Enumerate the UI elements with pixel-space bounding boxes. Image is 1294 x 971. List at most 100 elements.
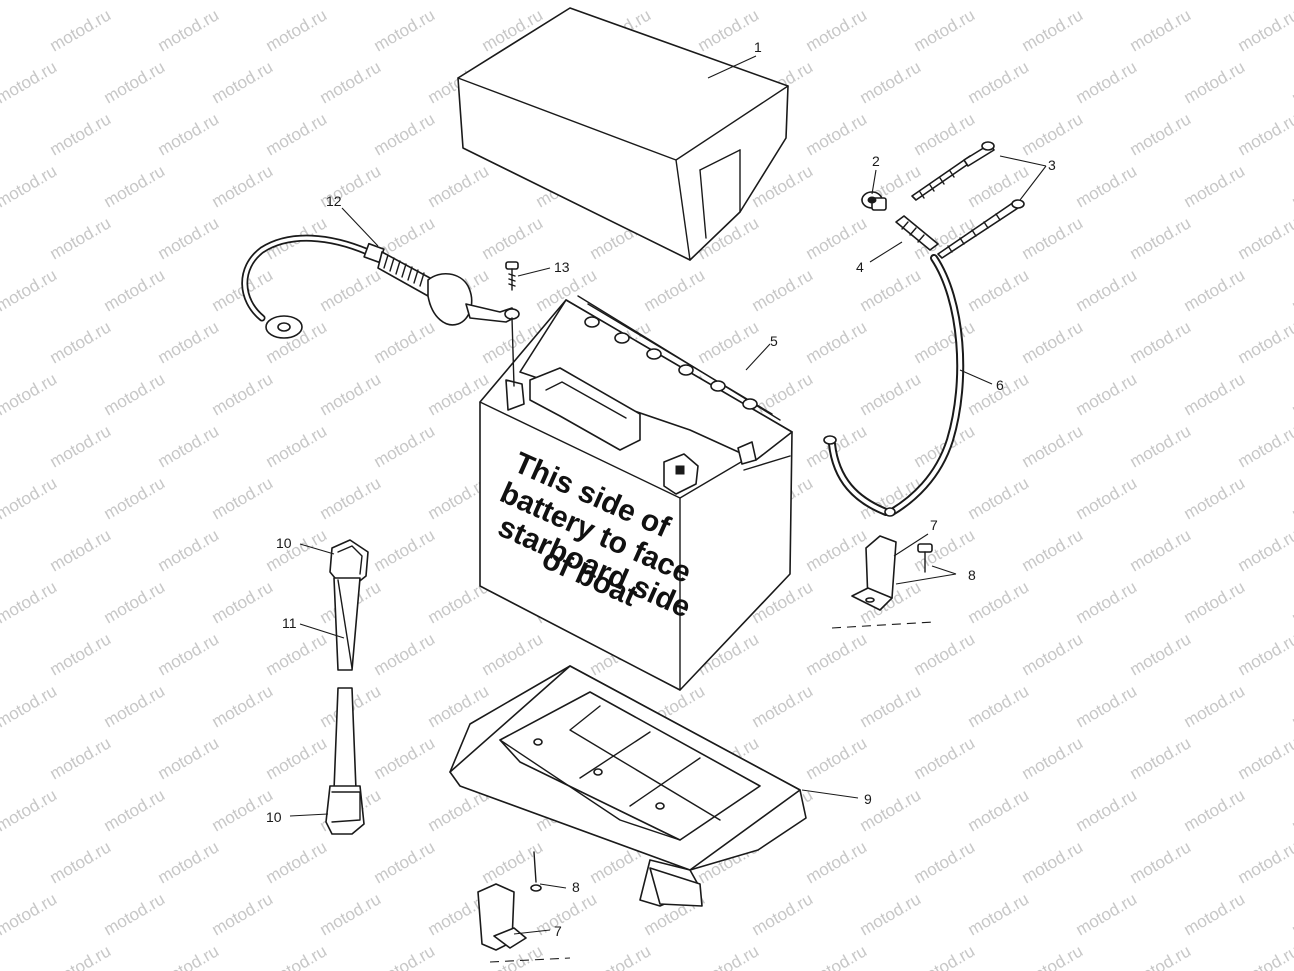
watermark-text: motod.ru <box>263 5 331 55</box>
watermark-text: motod.ru <box>263 525 331 575</box>
watermark-text: motod.ru <box>965 57 1033 107</box>
watermark-text: motod.ru <box>533 889 601 939</box>
watermark-text: motod.ru <box>965 681 1033 731</box>
watermark-text: motod.ru <box>155 421 223 471</box>
watermark-text: motod.ru <box>1073 0 1141 3</box>
watermark-text: motod.ru <box>1073 889 1141 939</box>
battery-tray-part <box>449 665 807 907</box>
vent-fitting-part <box>861 191 887 211</box>
watermark-text: motod.ru <box>101 785 169 835</box>
watermark-text: motod.ru <box>965 785 1033 835</box>
watermark-text: motod.ru <box>317 0 385 3</box>
watermark-text: motod.ru <box>1235 837 1294 887</box>
battery-cable-part <box>241 234 520 339</box>
watermark-text: motod.ru <box>749 889 817 939</box>
callout-4: 4 <box>856 259 864 275</box>
watermark-text: motod.ru <box>857 0 925 3</box>
watermark-text: motod.ru <box>803 5 871 55</box>
watermark-text: motod.ru <box>0 369 60 419</box>
watermark-text: motod.ru <box>1127 525 1195 575</box>
callout-10-upper: 10 <box>276 535 292 551</box>
watermark-text: motod.ru <box>1289 681 1294 731</box>
watermark-text: motod.ru <box>533 0 601 3</box>
watermark-text: motod.ru <box>1289 161 1294 211</box>
watermark-text: motod.ru <box>209 369 277 419</box>
watermark-text: motod.ru <box>911 5 979 55</box>
watermark-text: motod.ru <box>857 369 925 419</box>
watermark-text: motod.ru <box>1289 57 1294 107</box>
watermark-text: motod.ru <box>1289 369 1294 419</box>
watermark-text: motod.ru <box>47 525 115 575</box>
watermark-text: motod.ru <box>1019 317 1087 367</box>
watermark-text: motod.ru <box>155 213 223 263</box>
watermark-text: motod.ru <box>155 5 223 55</box>
watermark-text: motod.ru <box>101 161 169 211</box>
watermark-text: motod.ru <box>1235 317 1294 367</box>
watermark-text: motod.ru <box>101 0 169 3</box>
callout-7-lower: 7 <box>554 923 562 939</box>
watermark-text: motod.ru <box>1073 57 1141 107</box>
watermark-text: motod.ru <box>1181 577 1249 627</box>
watermark-text: motod.ru <box>1019 213 1087 263</box>
watermark-text: motod.ru <box>155 317 223 367</box>
watermark-text: motod.ru <box>371 941 439 971</box>
watermark-text: motod.ru <box>749 0 817 3</box>
callout-9: 9 <box>864 791 872 807</box>
callout-8-lower: 8 <box>572 879 580 895</box>
watermark-text: motod.ru <box>0 681 60 731</box>
screw-parts <box>911 141 1025 259</box>
watermark-text: motod.ru <box>1073 785 1141 835</box>
watermark-text: motod.ru <box>857 265 925 315</box>
callout-leaders <box>289 55 1047 935</box>
callout-7-upper: 7 <box>930 517 938 533</box>
watermark-text: motod.ru <box>1073 265 1141 315</box>
watermark-text: motod.ru <box>1019 629 1087 679</box>
watermark-text: motod.ru <box>641 265 709 315</box>
watermark-text: motod.ru <box>209 473 277 523</box>
watermark-text: motod.ru <box>965 265 1033 315</box>
watermark-text: motod.ru <box>1181 57 1249 107</box>
watermark-text: motod.ru <box>371 629 439 679</box>
watermark-text: motod.ru <box>263 109 331 159</box>
watermark-text: motod.ru <box>803 941 871 971</box>
watermark-text: motod.ru <box>803 733 871 783</box>
watermark-text: motod.ru <box>317 889 385 939</box>
watermark-text: motod.ru <box>47 941 115 971</box>
watermark-text: motod.ru <box>1289 473 1294 523</box>
watermark-text: motod.ru <box>47 213 115 263</box>
watermark-text: motod.ru <box>47 109 115 159</box>
watermark-text: motod.ru <box>911 629 979 679</box>
watermark-text: motod.ru <box>803 629 871 679</box>
watermark-text: motod.ru <box>47 629 115 679</box>
watermark-text: motod.ru <box>0 473 60 523</box>
watermark-text: motod.ru <box>749 265 817 315</box>
watermark-text: motod.ru <box>1235 525 1294 575</box>
watermark-text: motod.ru <box>371 317 439 367</box>
watermark-text: motod.ru <box>209 161 277 211</box>
battery-cover-part <box>457 7 789 261</box>
watermark-text: motod.ru <box>803 109 871 159</box>
tube-connector-part <box>895 215 939 251</box>
watermark-text: motod.ru <box>749 681 817 731</box>
watermark-text: motod.ru <box>155 629 223 679</box>
watermark-text: motod.ru <box>1289 889 1294 939</box>
lower-bracket-part <box>477 851 571 963</box>
watermark-text: motod.ru <box>1019 421 1087 471</box>
watermark-text: motod.ru <box>1019 525 1087 575</box>
watermark-text: motod.ru <box>911 733 979 783</box>
watermark-text: motod.ru <box>1127 109 1195 159</box>
watermark-text: motod.ru <box>371 109 439 159</box>
watermark-text: motod.ru <box>101 265 169 315</box>
watermark-text: motod.ru <box>101 473 169 523</box>
watermark-text: motod.ru <box>1235 629 1294 679</box>
watermark-text: motod.ru <box>1127 5 1195 55</box>
callout-1: 1 <box>754 39 762 55</box>
watermark-text: motod.ru <box>371 421 439 471</box>
watermark-text: motod.ru <box>155 941 223 971</box>
upper-bracket-part <box>831 535 935 629</box>
watermark-text: motod.ru <box>0 57 60 107</box>
watermark-text: motod.ru <box>803 213 871 263</box>
